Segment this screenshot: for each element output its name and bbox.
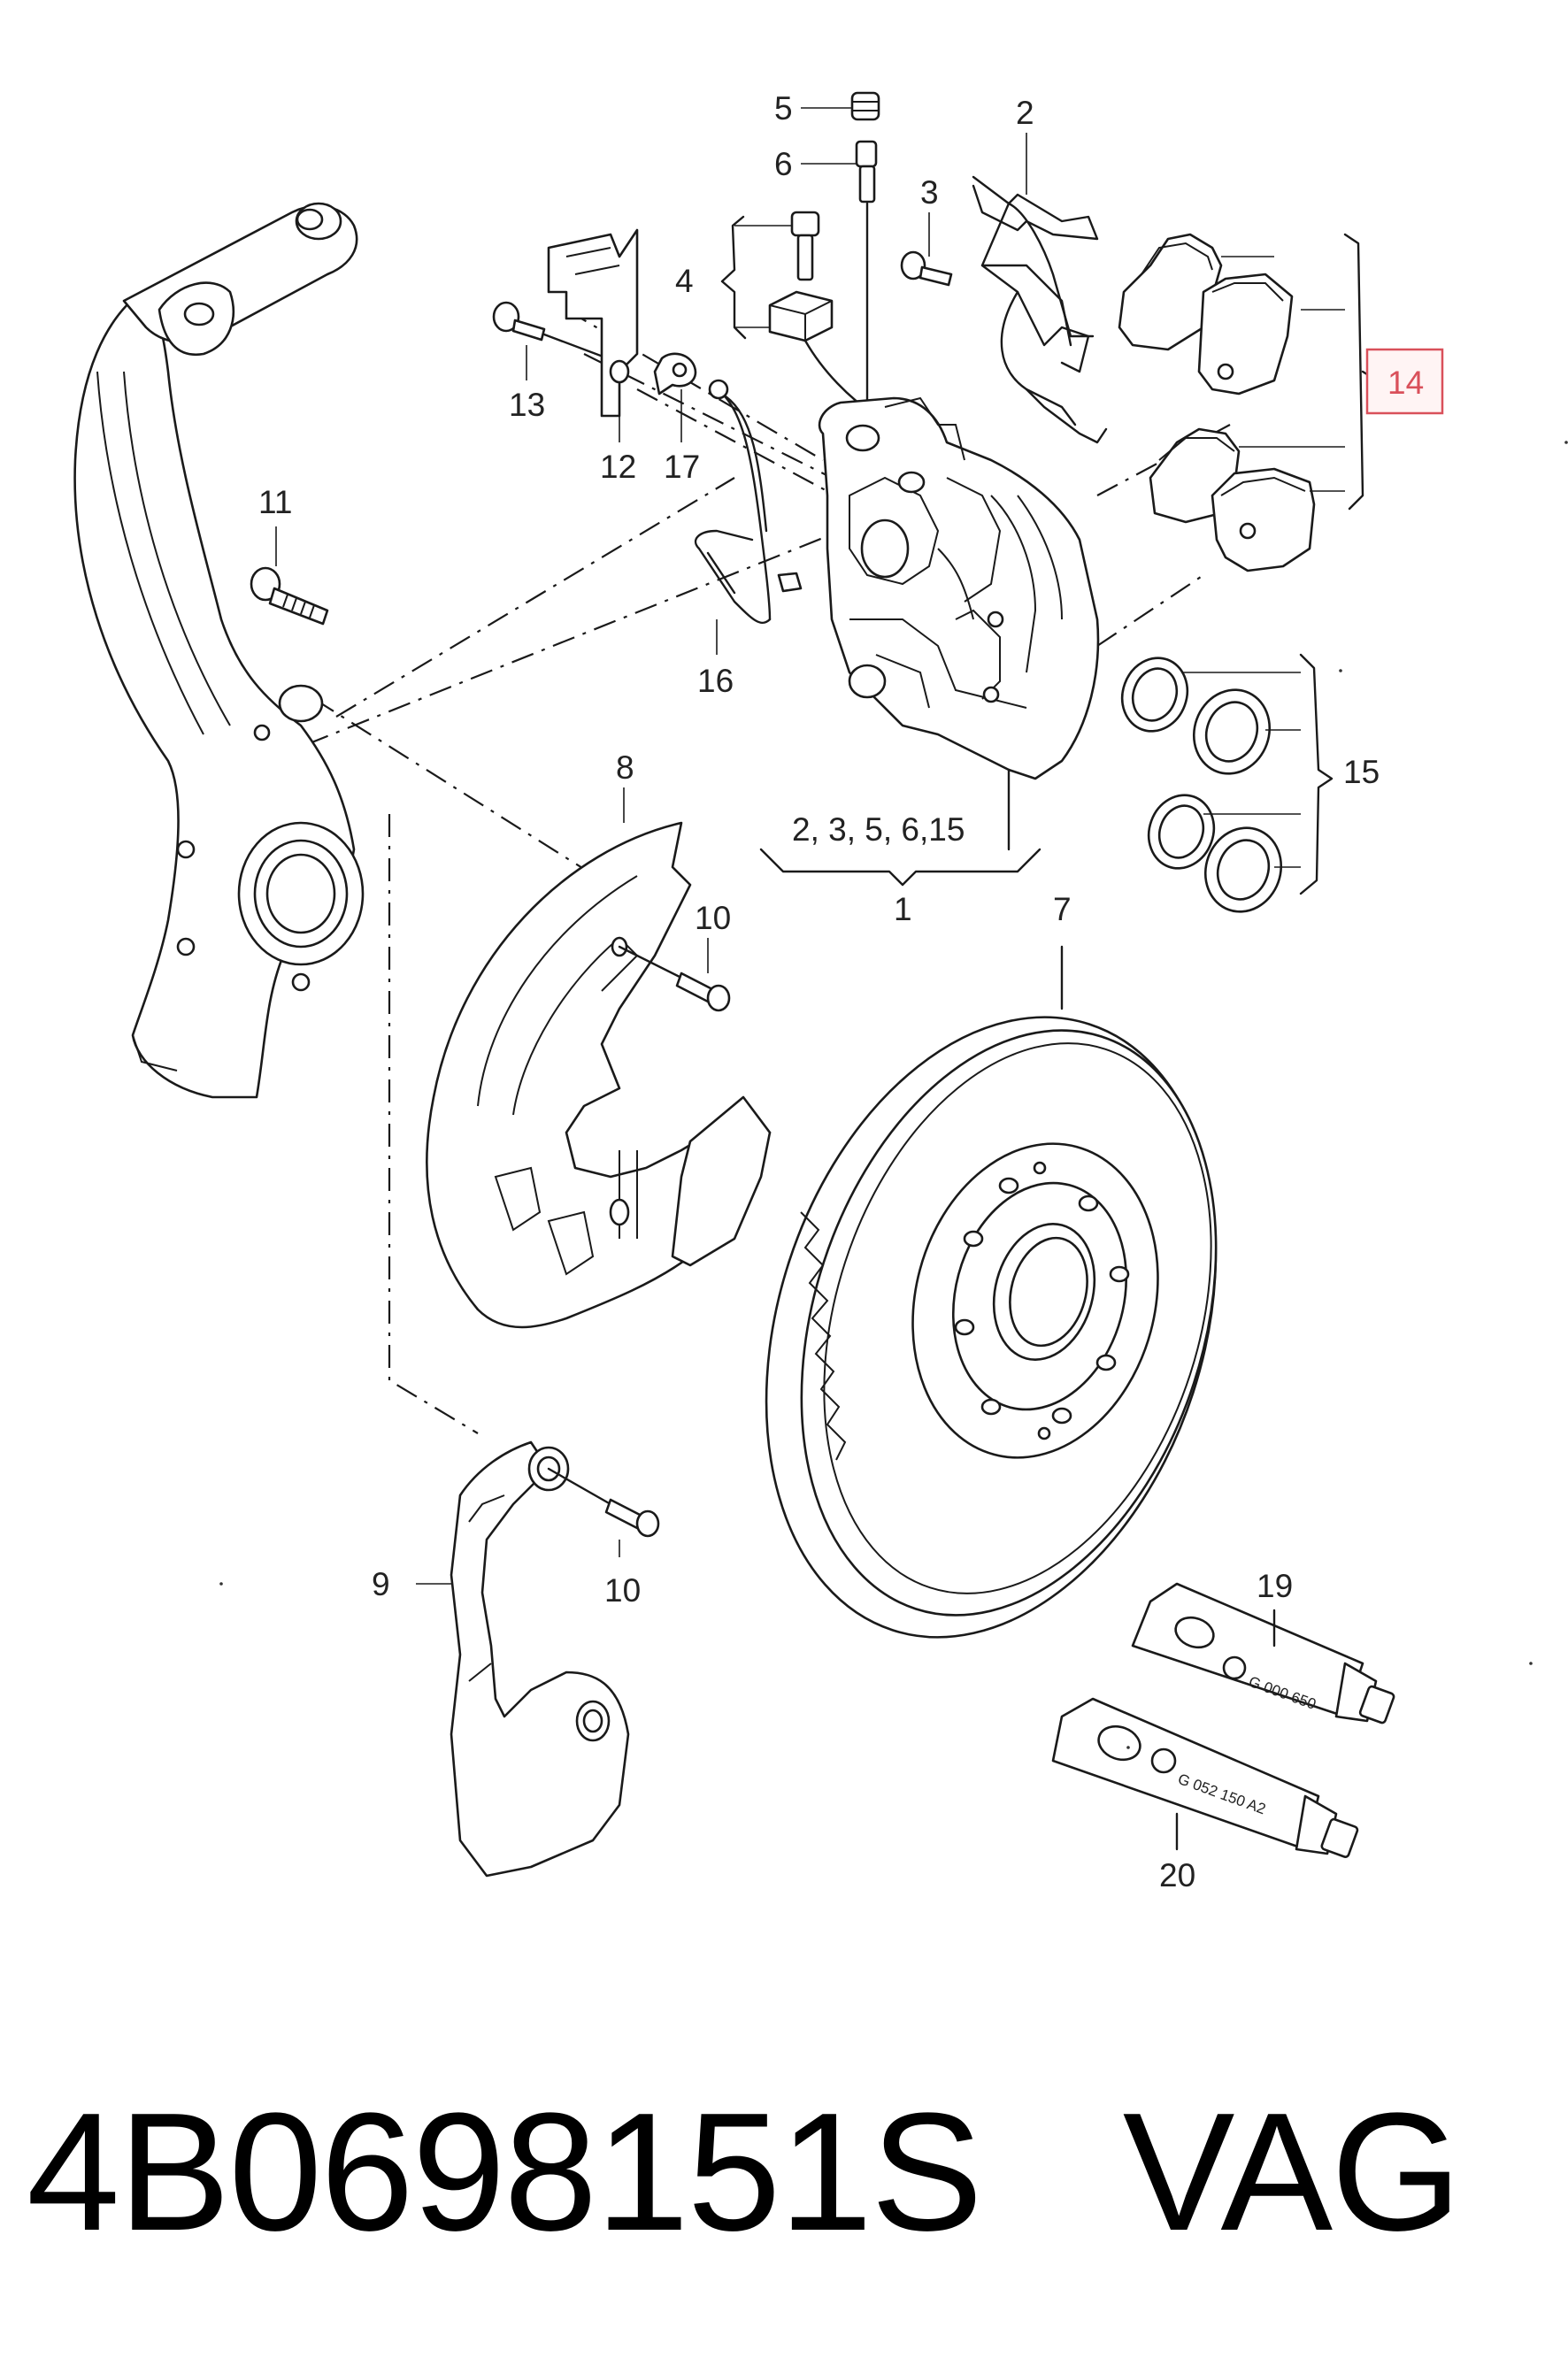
- bolt-10-lower: [604, 1498, 660, 1538]
- callout-14: 14: [1387, 365, 1424, 401]
- callout-2: 2: [1016, 95, 1034, 131]
- brake-pads-14: [1118, 233, 1372, 572]
- callout-1: 1: [894, 891, 912, 927]
- brake-caliper: [818, 396, 1100, 851]
- bolt-4: [768, 211, 878, 418]
- callout-8: 8: [616, 749, 634, 786]
- heat-shield-9: [450, 1440, 630, 1878]
- part-number-footer: 4B0698151S VAG: [27, 2062, 1549, 2283]
- leader-lines: [275, 107, 1041, 1585]
- steering-knuckle: [73, 202, 365, 1099]
- seal-kit-15: [1120, 653, 1334, 913]
- callout-6: 6: [774, 146, 793, 182]
- callout-10-upper: 10: [695, 900, 731, 936]
- bolt-10-upper: [675, 972, 731, 1012]
- callout-12: 12: [600, 449, 636, 485]
- callout-4: 4: [675, 263, 694, 299]
- callout-9: 9: [372, 1566, 390, 1602]
- grease-tube-20: G 052 150 A2: [1051, 1697, 1359, 1858]
- callout-10-lower: 10: [604, 1572, 641, 1609]
- callout-5: 5: [774, 90, 793, 127]
- callout-19: 19: [1257, 1568, 1293, 1604]
- callout-20: 20: [1159, 1857, 1195, 1893]
- callout-14-highlight[interactable]: 14: [1365, 348, 1444, 415]
- highlight-box: [1365, 348, 1444, 415]
- callout-13: 13: [509, 387, 545, 423]
- guide-bolt-6: [855, 140, 878, 409]
- callout-7: 7: [1053, 891, 1072, 927]
- spring-2: [972, 175, 1108, 444]
- brand-name: VAG: [1122, 2078, 1462, 2266]
- callout-16: 16: [697, 663, 734, 699]
- clip-17: [653, 352, 697, 396]
- wear-sensor-16: [694, 379, 803, 625]
- brake-disc-7: [765, 945, 1218, 1639]
- grease-tube-19: G 000 650: [1131, 1582, 1395, 1724]
- part-number: 4B0698151S: [27, 2078, 983, 2266]
- callout-numbers: 5 6 2 3 4 13 12 17 11 16 8 10 7 1 2, 3, …: [258, 90, 1380, 1893]
- dust-shield-8: [426, 821, 772, 1329]
- guide-bolt-5: [850, 91, 880, 121]
- callout-group-1: 2, 3, 5, 6,15: [792, 811, 965, 848]
- callout-3: 3: [920, 174, 939, 211]
- bolt-11: [250, 566, 329, 626]
- bolt-3: [900, 250, 953, 287]
- callout-11: 11: [258, 484, 292, 520]
- callout-17: 17: [664, 449, 700, 485]
- specks: [219, 441, 1568, 1749]
- callout-15: 15: [1343, 754, 1380, 790]
- bracket-12: [547, 228, 639, 418]
